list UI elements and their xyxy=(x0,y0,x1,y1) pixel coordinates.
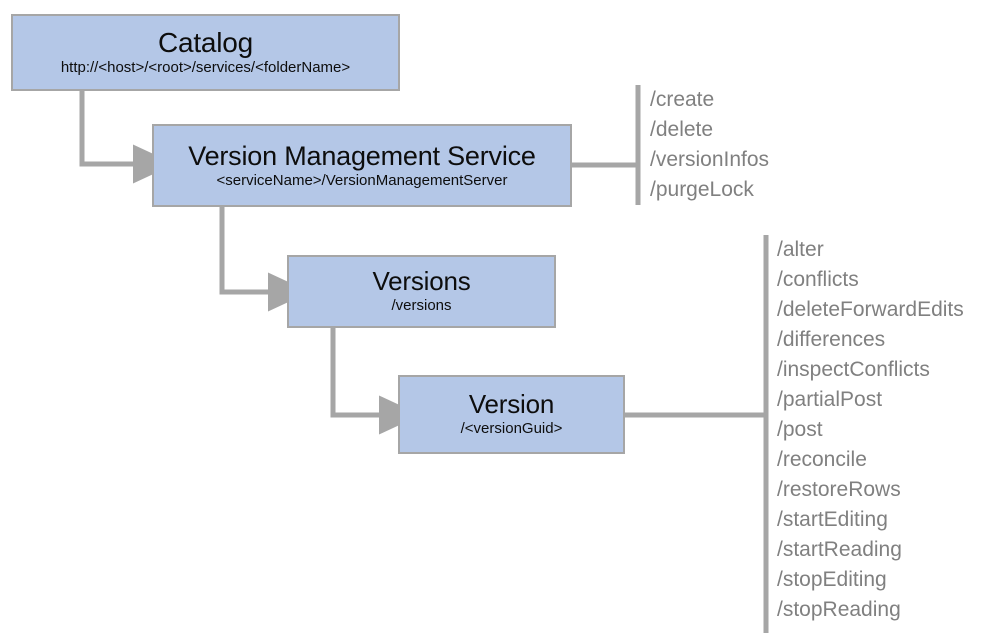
connector-service-to-versions xyxy=(219,207,310,312)
operation-item: /reconcile xyxy=(777,448,867,471)
node-version[interactable]: Version /<versionGuid> xyxy=(398,375,625,454)
node-version-management-service-title: Version Management Service xyxy=(188,140,536,171)
operation-item: /conflicts xyxy=(777,268,859,291)
node-catalog[interactable]: Catalog http://<host>/<root>/services/<f… xyxy=(11,14,400,91)
service-operations-list: /create/delete/versionInfos/purgeLock xyxy=(650,85,769,205)
node-versions-subtitle: /versions xyxy=(391,297,452,315)
operation-item: /partialPost xyxy=(777,388,883,411)
operation-item: /restoreRows xyxy=(777,478,901,501)
node-version-subtitle: /<versionGuid> xyxy=(460,420,563,438)
node-catalog-subtitle: http://<host>/<root>/services/<folderNam… xyxy=(60,59,351,77)
operation-item: /stopReading xyxy=(777,598,901,621)
version-operations-list: /alter/conflicts/deleteForwardEdits/diff… xyxy=(777,235,964,625)
operation-item: /versionInfos xyxy=(650,148,770,171)
connector-catalog-to-service xyxy=(79,91,175,184)
connector-version-to-operations xyxy=(625,235,769,633)
operation-item: /stopEditing xyxy=(777,568,887,591)
operation-item: /inspectConflicts xyxy=(777,358,930,381)
operation-item: /startReading xyxy=(777,538,902,561)
connector-versions-to-version xyxy=(330,328,421,435)
operation-item: /startEditing xyxy=(777,508,888,531)
operation-item: /post xyxy=(777,418,823,441)
connector-service-to-operations xyxy=(572,85,641,205)
operation-item: /alter xyxy=(777,238,824,261)
node-version-management-service-subtitle: <serviceName>/VersionManagementServer xyxy=(216,171,508,189)
operation-item: /delete xyxy=(650,118,714,141)
node-version-management-service[interactable]: Version Management Service <serviceName>… xyxy=(152,124,572,207)
node-version-title: Version xyxy=(468,389,555,420)
operation-item: /purgeLock xyxy=(650,178,754,201)
node-versions[interactable]: Versions /versions xyxy=(287,255,556,328)
node-catalog-title: Catalog xyxy=(157,27,254,59)
node-versions-title: Versions xyxy=(372,266,471,297)
operation-item: /differences xyxy=(777,328,886,351)
operation-item: /create xyxy=(650,88,715,111)
operation-item: /deleteForwardEdits xyxy=(777,298,964,321)
